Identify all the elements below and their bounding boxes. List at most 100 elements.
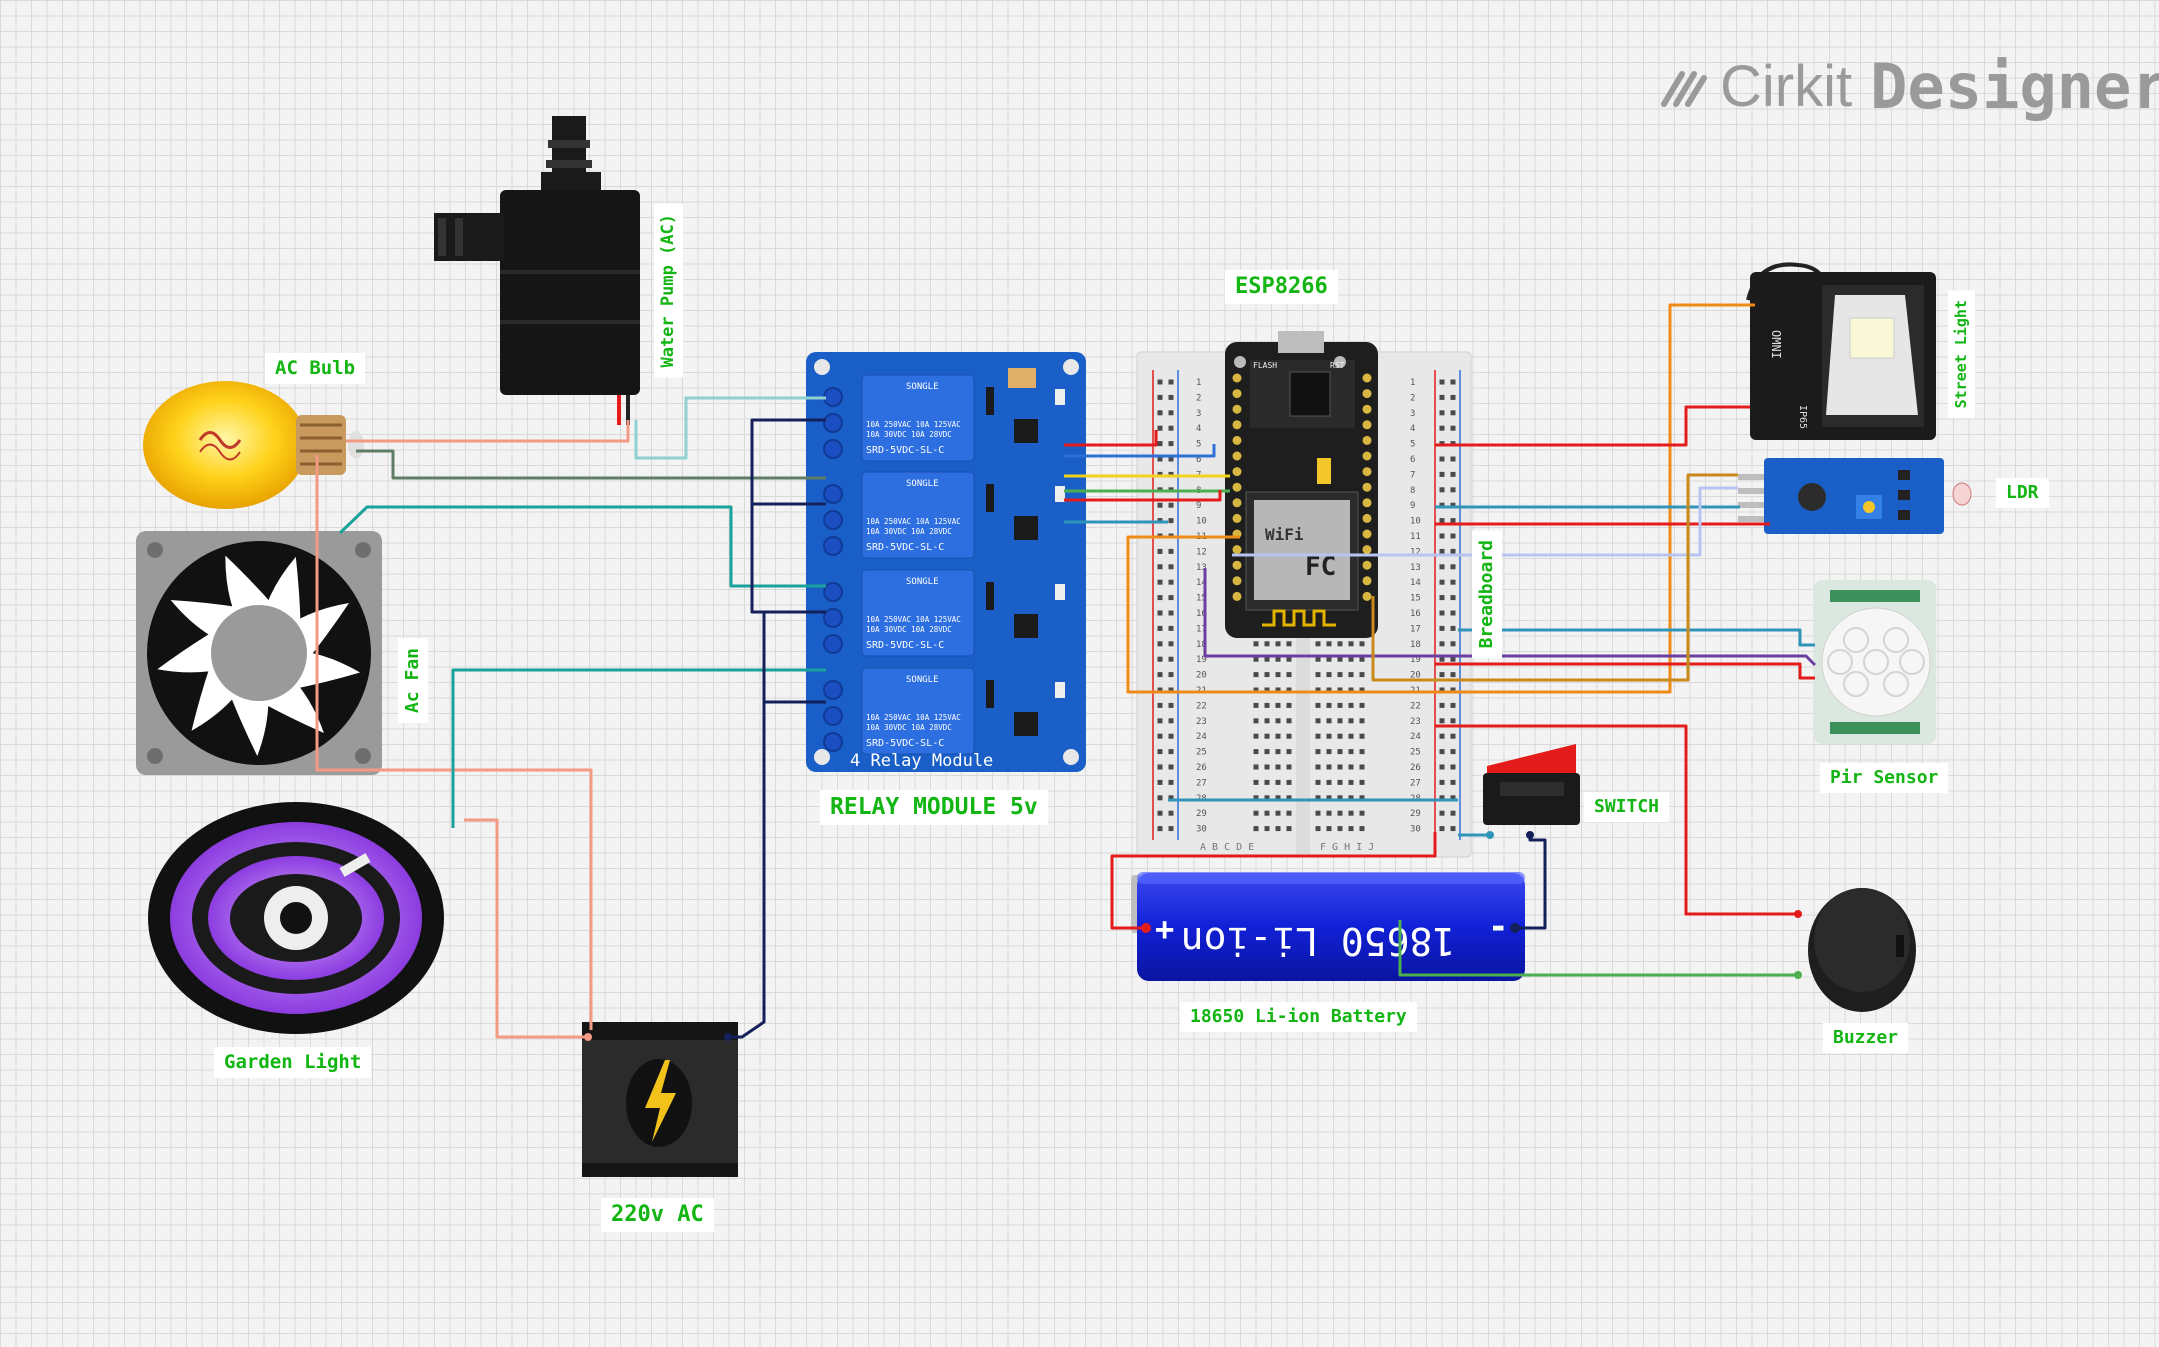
breadboard-row-number: 8: [1410, 486, 1415, 496]
wire-navy[interactable]: [1515, 835, 1547, 930]
wire-orange[interactable]: [1126, 303, 1755, 694]
wire-blue[interactable]: [1064, 444, 1216, 458]
breadboard-row-number: 26: [1410, 763, 1421, 773]
wire-purple[interactable]: [1203, 568, 1817, 667]
wire-red[interactable]: [1064, 430, 1158, 447]
wire-navy[interactable]: [750, 502, 826, 508]
wire-darkgreen[interactable]: [356, 449, 826, 480]
water-pump-icon[interactable]: [434, 116, 640, 425]
breadboard-row-number: 10: [1410, 517, 1421, 527]
breadboard-row-number: 9: [1196, 501, 1201, 511]
wire-red[interactable]: [1435, 724, 1798, 916]
wire-red[interactable]: [1110, 832, 1437, 930]
fan-icon[interactable]: [136, 531, 382, 775]
garden-light-label: Garden Light: [214, 1047, 372, 1078]
buzzer-icon[interactable]: [1794, 888, 1916, 1012]
ldr-label: LDR: [1996, 478, 2049, 508]
esp-rst-text: RST: [1330, 361, 1345, 370]
breadboard-row-number: 26: [1196, 763, 1207, 773]
breadboard-row-number: 7: [1410, 470, 1415, 480]
ac-source-block[interactable]: [582, 1022, 738, 1177]
breadboard-row-number: 12: [1196, 547, 1207, 557]
battery-minus-text: -: [1488, 907, 1508, 947]
flood-light-icon[interactable]: OMNI IP65: [1746, 262, 1936, 440]
breadboard-row-number: 1: [1196, 378, 1201, 388]
battery-18650[interactable]: + - 18650 Li-ion: [1131, 872, 1525, 981]
breadboard-row-number: 14: [1410, 578, 1421, 588]
breadboard-row-number: 20: [1196, 671, 1207, 681]
breadboard-row-number: 29: [1196, 809, 1207, 819]
breadboard-row-number: 27: [1410, 778, 1421, 788]
breadboard-row-number: 3: [1196, 409, 1201, 419]
esp-pin-headers: [1232, 373, 1372, 601]
breadboard-row-number: 30: [1196, 825, 1207, 835]
relay-rating-text: 10A 30VDC 10A 28VDC: [866, 625, 952, 634]
relay-model-text: SRD-5VDC-SL-C: [866, 738, 944, 749]
breadboard-row-number: 16: [1196, 609, 1207, 619]
light-bulb-icon[interactable]: [143, 381, 364, 509]
breadboard-row-number: 6: [1410, 455, 1415, 465]
breadboard-row-number: 19: [1196, 655, 1207, 665]
breadboard-row-number: 22: [1410, 701, 1421, 711]
esp8266-label: ESP8266: [1225, 270, 1338, 304]
switch-label: SWITCH: [1584, 792, 1670, 822]
breadboard-row-number: 15: [1196, 594, 1207, 604]
esp8266-board[interactable]: FLASH RST WiFi FC: [1225, 331, 1378, 638]
wire-salmon[interactable]: [346, 420, 630, 443]
wires: [315, 303, 1817, 1039]
buzzer-label: Buzzer: [1823, 1023, 1909, 1053]
rocker-switch-icon[interactable]: [1483, 744, 1580, 839]
battery-text: 18650 Li-ion: [1181, 919, 1456, 963]
street-light-rating: IP65: [1797, 405, 1808, 429]
breadboard-row-number: 15: [1410, 594, 1421, 604]
breadboard-left-columns: A B C D E: [1200, 842, 1254, 853]
breadboard-row-number: 16: [1410, 609, 1421, 619]
breadboard-row-number: 19: [1410, 655, 1421, 665]
esp-flash-text: FLASH: [1253, 361, 1277, 370]
relay-brand-text: SONGLE: [906, 675, 939, 685]
pir-sensor-icon[interactable]: [1814, 580, 1936, 744]
street-light-label: Street Light: [1948, 290, 1975, 419]
battery-plus-text: +: [1155, 910, 1174, 948]
breadboard-row-number: 25: [1410, 748, 1421, 758]
relay-model-text: SRD-5VDC-SL-C: [866, 445, 944, 456]
breadboard-row-number: 22: [1196, 701, 1207, 711]
wire-red[interactable]: [1064, 490, 1222, 502]
breadboard-row-number: 2: [1196, 393, 1201, 403]
wire-teal[interactable]: [338, 505, 826, 588]
relay-rating-text: 10A 250VAC 10A 125VAC: [866, 517, 961, 526]
breadboard-row-number: 14: [1196, 578, 1207, 588]
breadboard-row-number: 18: [1196, 640, 1207, 650]
wire-teal[interactable]: [451, 668, 826, 828]
breadboard-row-number: 6: [1196, 455, 1201, 465]
breadboard-row-number: 11: [1410, 532, 1421, 542]
ac-bulb-label: AC Bulb: [265, 353, 366, 384]
breadboard-row-number: 13: [1410, 563, 1421, 573]
pir-sensor-label: Pir Sensor: [1820, 763, 1949, 793]
wire-gold[interactable]: [1371, 473, 1738, 682]
wire-salmon[interactable]: [464, 818, 588, 1039]
wire-navy[interactable]: [728, 700, 826, 1039]
led-strip-icon[interactable]: [148, 802, 444, 1034]
breadboard-row-number: 23: [1196, 717, 1207, 727]
wire-red[interactable]: [1435, 405, 1750, 447]
battery-label: 18650 Li-ion Battery: [1180, 1002, 1417, 1032]
cirkit-slashes-icon: [1661, 71, 1707, 107]
relay-rating-text: 10A 250VAC 10A 125VAC: [866, 615, 961, 624]
water-pump-label: Water Pump (AC): [654, 204, 683, 378]
relay-module-label: RELAY MODULE 5v: [820, 790, 1048, 825]
breadboard-row-number: 3: [1410, 409, 1415, 419]
relay-model-text: SRD-5VDC-SL-C: [866, 542, 944, 553]
breadboard-row-number: 4: [1410, 424, 1415, 434]
wire-red[interactable]: [1435, 662, 1815, 680]
wire-cyan[interactable]: [1458, 628, 1815, 647]
wire-lavender[interactable]: [1232, 486, 1738, 557]
ldr-module-icon[interactable]: [1738, 458, 1972, 534]
wire-green[interactable]: [1398, 920, 1798, 977]
relay-rating-text: 10A 30VDC 10A 28VDC: [866, 723, 952, 732]
breadboard-row-number: 17: [1196, 624, 1207, 634]
wire-lightblue[interactable]: [634, 396, 826, 460]
relay-rating-text: 10A 30VDC 10A 28VDC: [866, 430, 952, 439]
